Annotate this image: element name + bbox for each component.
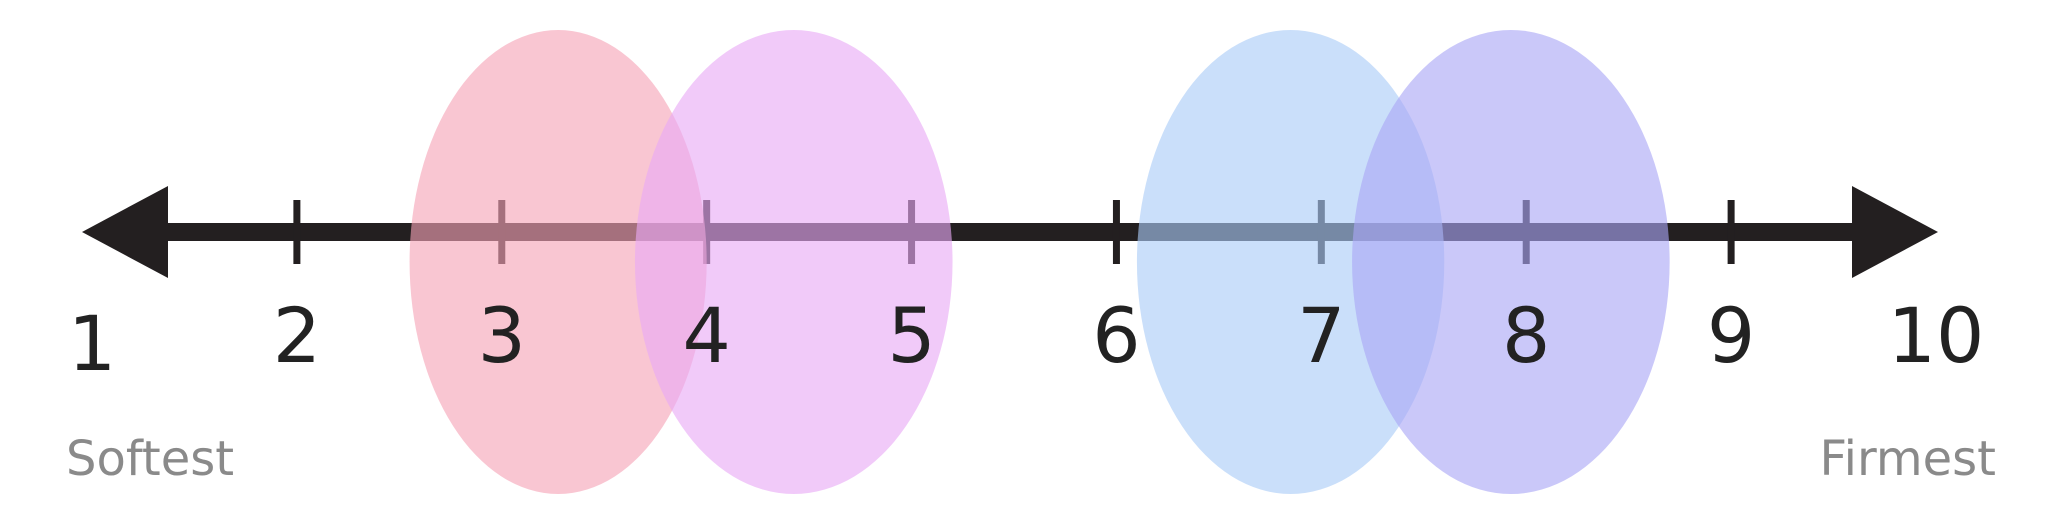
firmness-zone-1 (409, 30, 707, 494)
softest-label: Softest (66, 431, 234, 487)
firmest-label: Firmest (1820, 431, 1996, 487)
tick-label-4: 4 (682, 291, 730, 380)
tick-label-8: 8 (1502, 291, 1550, 380)
tick-label-3: 3 (478, 291, 526, 380)
firmness-zone-2 (634, 30, 953, 494)
firmness-zone-3 (1136, 30, 1445, 494)
right-arrowhead (1852, 186, 1938, 278)
tick-label-2: 2 (273, 291, 321, 380)
tick-label-5: 5 (887, 291, 935, 380)
scale-tick-labels: 1 2 3 4 5 6 7 8 9 10 (68, 291, 1985, 388)
firmness-zone-4 (1352, 30, 1670, 494)
tick-label-7: 7 (1297, 291, 1345, 380)
left-arrowhead (82, 186, 168, 278)
firmness-zones (409, 30, 1670, 494)
tick-label-10: 10 (1888, 291, 1985, 380)
tick-label-1: 1 (68, 299, 116, 388)
tick-label-9: 9 (1707, 291, 1755, 380)
tick-label-6: 6 (1092, 291, 1140, 380)
